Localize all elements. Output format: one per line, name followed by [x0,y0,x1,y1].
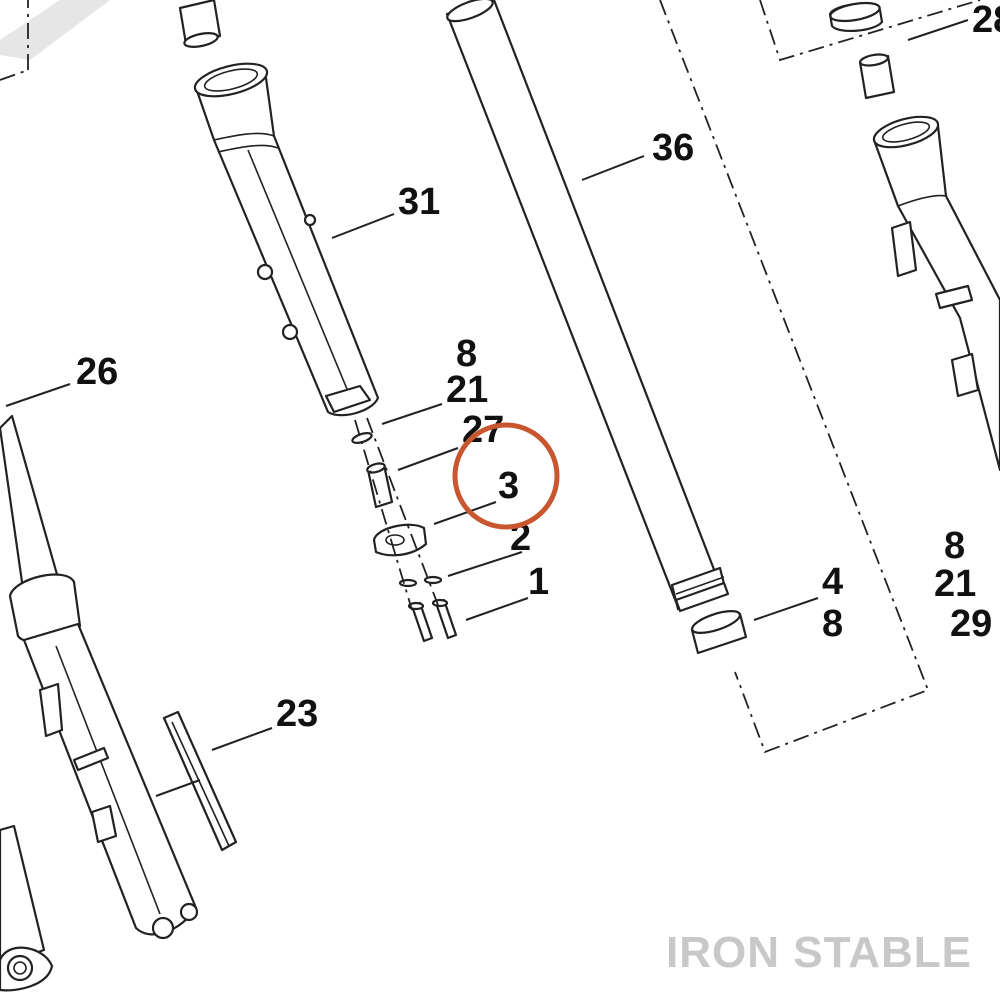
part-right-assembly [759,0,1000,472]
callout-4: 4 [822,561,843,603]
callout-8-upper: 8 [456,333,477,375]
part-bottom-left [0,824,54,992]
part-4-bushing [690,610,748,655]
part-top-cap [178,0,222,48]
corner-stripe [0,0,110,81]
leader-lines [5,19,969,797]
part-36-fork-tube [445,0,730,613]
hardware-stack [351,417,458,643]
callout-21-upper: 21 [446,369,488,411]
callout-3: 3 [498,465,519,507]
part-26-fork-leg [0,414,199,940]
callout-23: 23 [276,693,318,735]
callout-36: 36 [652,127,694,169]
callout-8-lower: 8 [822,603,843,645]
watermark-logo: IRON STABLE [666,928,972,977]
callout-29: 29 [950,603,992,645]
highlight-circle [452,422,560,530]
part-31-fork-slider [193,62,380,417]
callout-1: 1 [528,561,549,603]
callout-28: 28 [972,0,1000,41]
callout-numbers: 31 36 26 28 8 21 27 3 2 1 4 8 23 8 21 29 [76,0,1000,735]
callout-26: 26 [76,351,118,393]
callout-21-right: 21 [934,563,976,605]
callout-8-right: 8 [944,525,965,567]
callout-31: 31 [398,181,440,223]
